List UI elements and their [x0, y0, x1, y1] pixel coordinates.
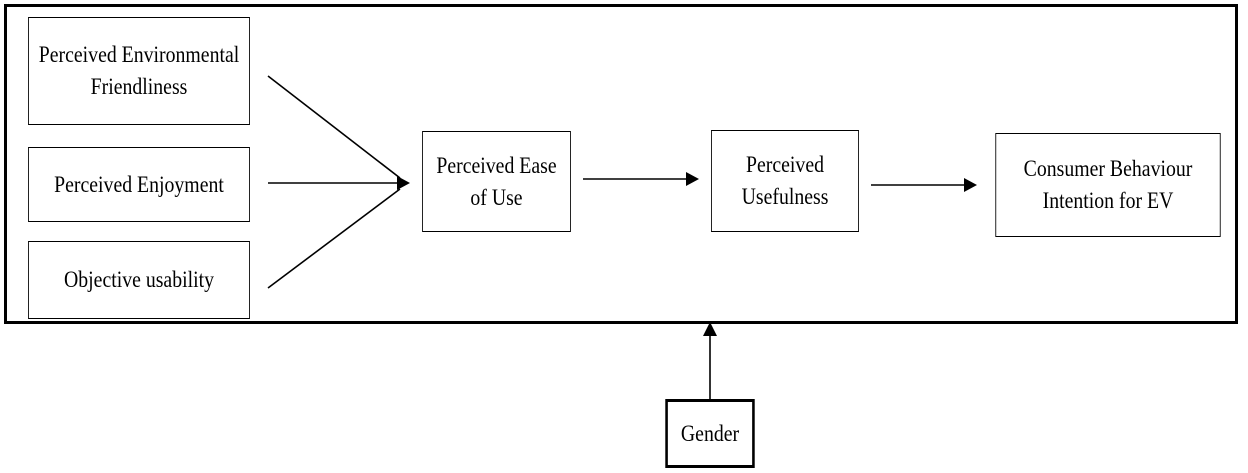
edge-friendliness-to-ease	[267, 75, 401, 179]
arrowhead-intention	[964, 178, 977, 192]
node-perceived-ease-of-use: Perceived Ease of Use	[422, 131, 571, 232]
arrowhead-usefulness	[686, 172, 699, 186]
arrowhead-moderator	[703, 322, 717, 336]
node-perceived-usefulness: Perceived Usefulness	[711, 130, 859, 232]
node-objective-usability: Objective usability	[28, 241, 250, 319]
node-gender: Gender	[665, 399, 755, 468]
node-consumer-behaviour-intention: Consumer Behaviour Intention for EV	[995, 133, 1221, 237]
model-frame	[4, 4, 1238, 324]
arrowhead-ease-of-use	[397, 176, 410, 190]
node-perceived-enjoyment: Perceived Enjoyment	[28, 147, 250, 222]
edge-usability-to-ease	[267, 188, 401, 289]
node-perceived-environmental-friendliness: Perceived Environmental Friendliness	[28, 17, 250, 125]
